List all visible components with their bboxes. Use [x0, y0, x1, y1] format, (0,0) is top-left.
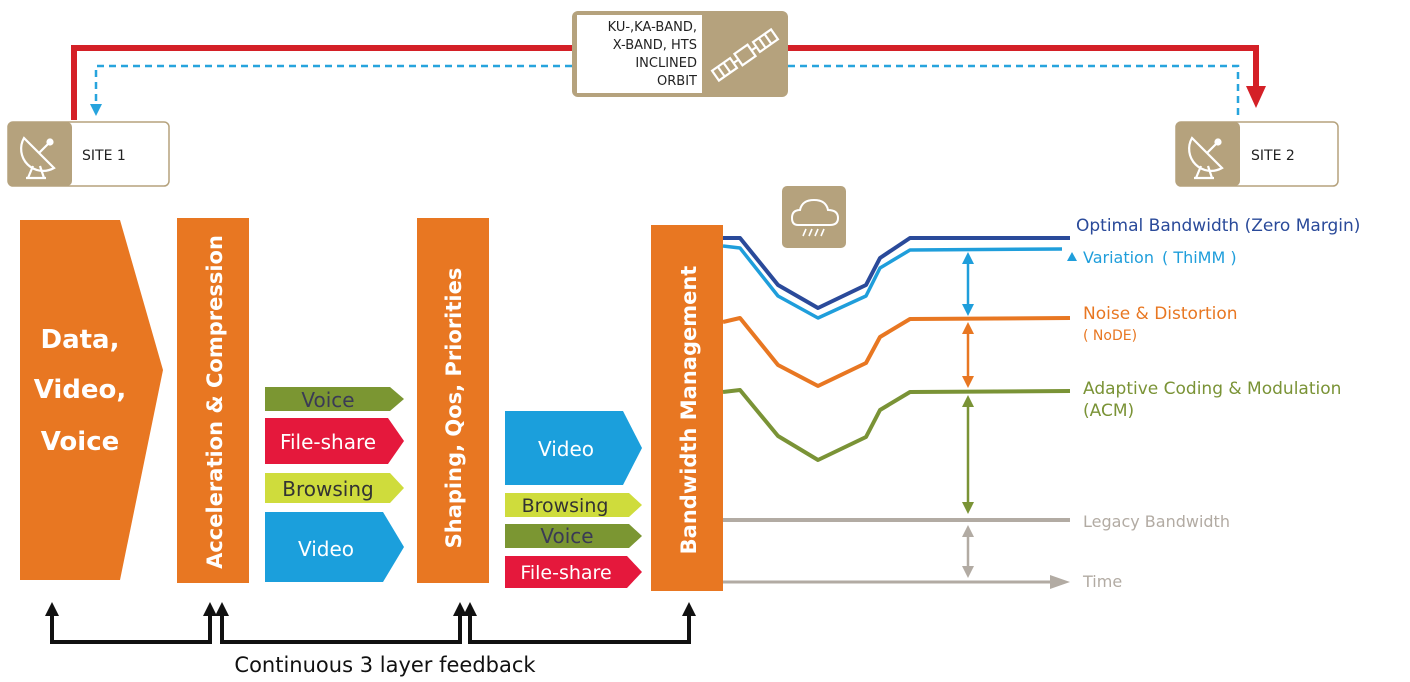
bandwidth-stage: Bandwidth Management — [651, 225, 723, 591]
noise-double-arrow — [962, 322, 974, 388]
svg-text:Video: Video — [538, 437, 594, 461]
feedback-label: Continuous 3 layer feedback — [234, 653, 536, 677]
traffic-file-share-2: File-share — [505, 556, 642, 588]
satellite-label-line-3: INCLINED — [635, 56, 697, 71]
traffic-voice-2: Voice — [505, 524, 642, 548]
feedback-arrowheads — [45, 602, 696, 616]
traffic-browsing-2: Browsing — [505, 493, 642, 517]
site-1-box: SITE 1 — [7, 121, 170, 187]
input-label-video: Video, — [34, 375, 127, 405]
satellite-label-line-4: ORBIT — [657, 74, 697, 89]
curve-noise — [722, 316, 1071, 388]
label-noise-abbr: ( NoDE) — [1083, 328, 1137, 344]
feedback-arrows — [50, 613, 691, 644]
site-2-box: SITE 2 — [1175, 121, 1339, 187]
variation-double-arrow — [962, 252, 974, 316]
bandwidth-label: Bandwidth Management — [677, 266, 701, 555]
site-1-label: SITE 1 — [82, 148, 126, 164]
label-optimal: Optimal Bandwidth (Zero Margin) — [1076, 216, 1360, 236]
legacy-double-arrow — [962, 525, 974, 578]
label-noise: Noise & Distortion — [1083, 304, 1238, 324]
satellite-link-downlink — [90, 64, 1240, 120]
traffic-group-2: Video Browsing Voice File-share — [505, 411, 642, 588]
satellite-label-line-1: KU-,KA-BAND, — [608, 20, 697, 35]
acceleration-stage: Acceleration & Compression — [177, 218, 249, 583]
satellite-dish-icon — [1188, 136, 1224, 180]
svg-text:Voice: Voice — [301, 388, 354, 412]
label-legacy: Legacy Bandwidth — [1083, 512, 1230, 531]
traffic-browsing-1: Browsing — [265, 473, 404, 503]
acceleration-label: Acceleration & Compression — [203, 235, 227, 569]
svg-text:Browsing: Browsing — [282, 477, 373, 501]
label-acm-abbr: (ACM) — [1083, 401, 1134, 421]
input-block: Data, Video, Voice — [20, 220, 163, 580]
satellite-link-uplink — [71, 45, 1266, 120]
label-acm: Adaptive Coding & Modulation — [1083, 379, 1341, 399]
traffic-file-share-1: File-share — [265, 418, 404, 464]
traffic-video-1: Video — [265, 512, 404, 582]
variation-marker — [1067, 252, 1077, 261]
svg-text:File-share: File-share — [520, 562, 611, 584]
svg-text:Video: Video — [298, 537, 354, 561]
time-axis-arrow — [723, 575, 1070, 589]
shaping-stage: Shaping, Qos, Priorities — [417, 218, 489, 583]
label-time: Time — [1082, 572, 1122, 591]
satellite-icon — [710, 27, 780, 83]
traffic-group-1: Voice File-share Browsing Video — [265, 387, 404, 582]
traffic-video-2: Video — [505, 411, 642, 485]
input-label-voice: Voice — [41, 427, 120, 457]
curve-optimal — [723, 236, 1070, 310]
svg-text:File-share: File-share — [280, 430, 376, 454]
shaping-label: Shaping, Qos, Priorities — [442, 268, 466, 549]
satellite-dish-icon — [20, 136, 56, 180]
label-variation: Variation ( ThiMM ) — [1083, 248, 1237, 267]
curve-acm — [722, 388, 1071, 462]
input-label-data: Data, — [41, 325, 120, 355]
svg-text:Voice: Voice — [540, 524, 593, 548]
svg-text:Browsing: Browsing — [522, 495, 609, 517]
site-2-label: SITE 2 — [1251, 148, 1295, 164]
acm-double-arrow — [962, 395, 974, 514]
traffic-voice-1: Voice — [265, 387, 404, 412]
rain-cloud-icon — [782, 186, 846, 248]
satellite-label-line-2: X-BAND, HTS — [613, 38, 697, 53]
satellite-box: KU-,KA-BAND, X-BAND, HTS INCLINED ORBIT — [572, 11, 788, 97]
curve-variation — [722, 244, 1063, 320]
bandwidth-curves — [722, 236, 1077, 589]
